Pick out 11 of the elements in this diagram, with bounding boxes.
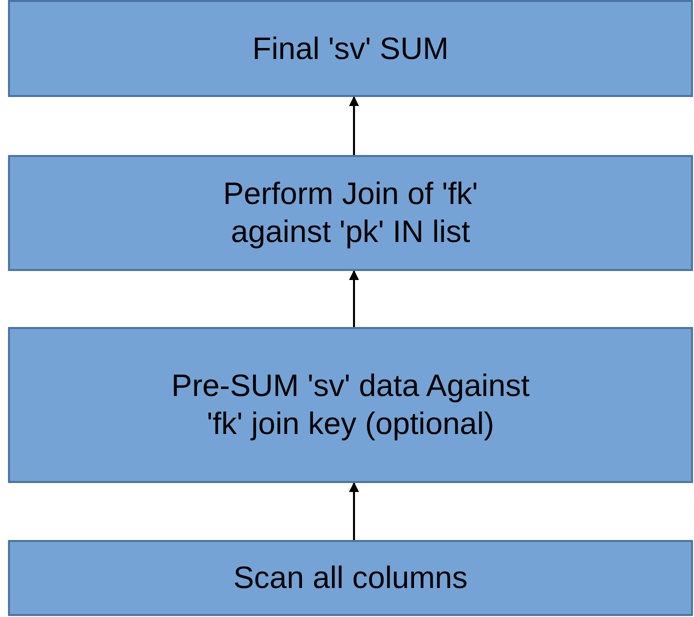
process-box	[8, 155, 693, 271]
box-label: Pre-SUM 'sv' data Against 'fk' join key (optional)	[170, 367, 530, 443]
process-box	[8, 540, 693, 616]
box-label: Final 'sv' SUM	[252, 30, 449, 68]
arrow	[349, 96, 359, 155]
process-box	[8, 0, 693, 97]
process-box	[8, 327, 693, 483]
arrow	[349, 482, 359, 540]
box-label: Perform Join of 'fk' against 'pk' IN list	[222, 175, 479, 251]
arrow	[349, 270, 359, 327]
box-label: Scan all columns	[233, 559, 468, 597]
